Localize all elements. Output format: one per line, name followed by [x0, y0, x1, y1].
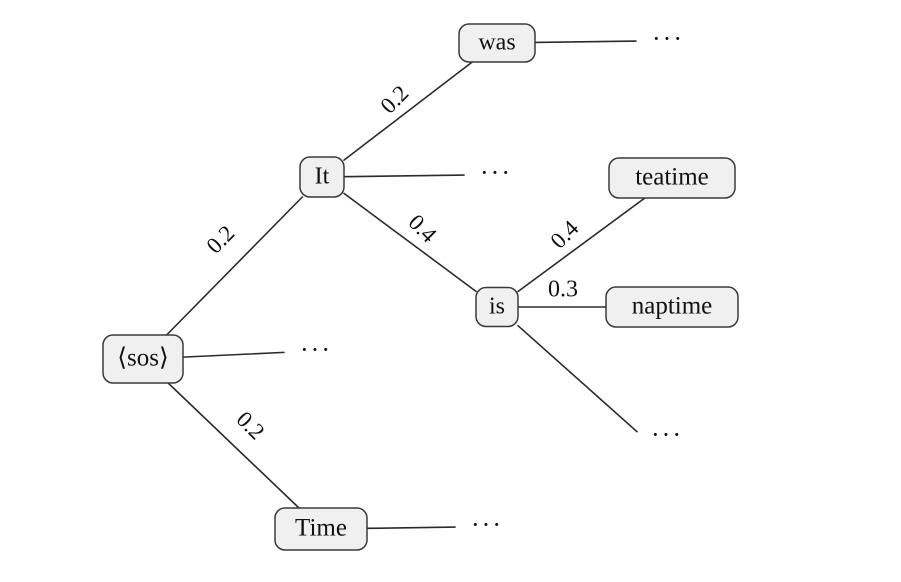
node-box-is: [475, 286, 519, 328]
edge-sos-dots: [182, 351, 285, 358]
node-was[interactable]: was: [458, 23, 536, 63]
node-box-naptime: [605, 286, 739, 328]
edge-is-teatime: [517, 197, 646, 293]
edge-is-dots: [517, 324, 638, 433]
edge-time-dots: [366, 526, 456, 530]
node-teatime[interactable]: teatime: [608, 157, 736, 199]
node-sos[interactable]: ⟨sos⟩: [102, 334, 184, 384]
node-box-it: [299, 156, 345, 198]
ellipsis-dots-sos: ···: [300, 335, 332, 364]
node-naptime[interactable]: naptime: [605, 286, 739, 328]
edges-layer: [165, 40, 646, 530]
node-label-naptime: naptime: [632, 293, 713, 320]
edge-sos-time: [167, 382, 300, 509]
edge-label-sos-time: 0.2: [232, 406, 270, 444]
node-label-was: was: [478, 30, 515, 56]
edge-sos-it: [165, 196, 304, 336]
edge-it-is: [343, 192, 477, 293]
edge-label-is-naptime: 0.3: [548, 277, 578, 303]
ellipsis-dots-is: ···: [651, 420, 683, 449]
node-time[interactable]: Time: [274, 507, 368, 551]
ellipsis-dots-was: ···: [652, 24, 684, 53]
edge-label-sos-it: 0.2: [201, 220, 239, 258]
node-is[interactable]: is: [475, 286, 519, 328]
node-box-teatime: [608, 157, 736, 199]
edge-was-dots: [534, 40, 637, 44]
node-box-sos: [102, 334, 184, 384]
edge-it-dots: [343, 174, 465, 178]
node-it[interactable]: It: [299, 156, 345, 198]
node-label-is: is: [489, 294, 505, 320]
edge-label-it-was: 0.2: [375, 80, 413, 118]
node-box-time: [274, 507, 368, 551]
ellipsis-dots-it: ···: [480, 158, 512, 187]
node-label-time: Time: [295, 515, 347, 542]
node-label-sos: ⟨sos⟩: [117, 345, 168, 372]
edge-it-was: [343, 61, 473, 161]
ellipses-layer: ··· ··· ··· ··· ···: [300, 24, 684, 539]
node-box-was: [458, 23, 536, 63]
ellipsis-dots-time: ···: [471, 510, 503, 539]
node-label-teatime: teatime: [635, 164, 709, 191]
node-label-it: It: [315, 164, 330, 190]
